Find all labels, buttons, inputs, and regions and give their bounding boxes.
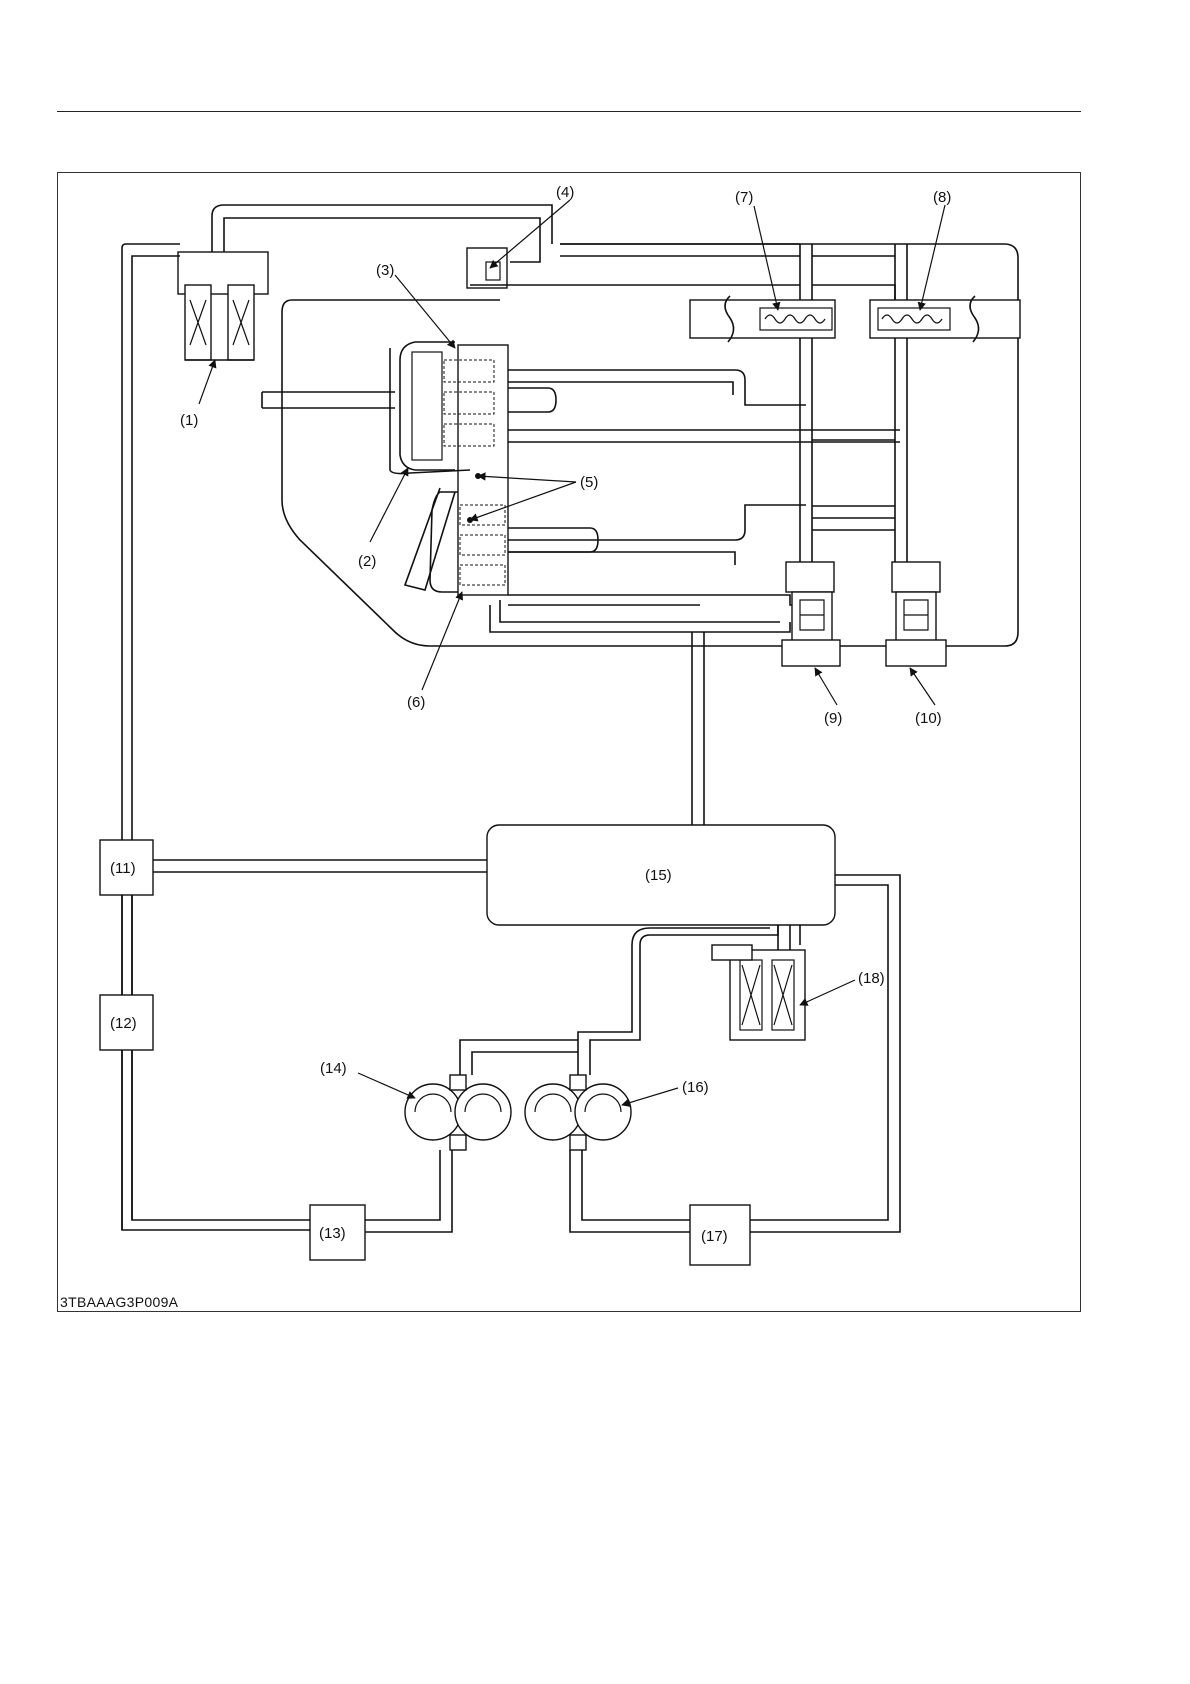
callout-15: (15) (645, 867, 672, 884)
callout-2: (2) (358, 553, 376, 570)
relief-valve-block (467, 248, 507, 288)
callout-17: (17) (701, 1228, 728, 1245)
callout-10: (10) (915, 710, 942, 727)
gear-pump-16 (525, 1075, 631, 1150)
callout-5: (5) (580, 474, 598, 491)
gear-pump-14 (405, 1075, 511, 1150)
callout-16: (16) (682, 1079, 709, 1096)
figure-code: 3TBAAAG3P009A (60, 1294, 178, 1310)
callout-8: (8) (933, 189, 951, 206)
shift-valve-8 (870, 296, 1020, 342)
callout-14: (14) (320, 1060, 347, 1077)
callout-18: (18) (858, 970, 885, 987)
callout-11: (11) (110, 860, 136, 877)
upper-spools (400, 342, 455, 470)
oil-filter-18 (712, 925, 805, 1040)
callout-1: (1) (180, 412, 198, 429)
callout-9: (9) (824, 710, 842, 727)
callout-6: (6) (407, 694, 425, 711)
shift-cylinder-9 (782, 562, 840, 666)
callout-13: (13) (319, 1225, 346, 1242)
callout-3: (3) (376, 262, 394, 279)
oil-filter-1 (178, 252, 268, 360)
callout-4: (4) (556, 184, 574, 201)
lower-spools (430, 492, 458, 592)
shift-cylinder-10 (886, 562, 946, 666)
left-line (122, 244, 180, 1230)
shift-valve-7 (690, 296, 835, 342)
callout-7: (7) (735, 189, 753, 206)
callout-12: (12) (110, 1015, 137, 1032)
